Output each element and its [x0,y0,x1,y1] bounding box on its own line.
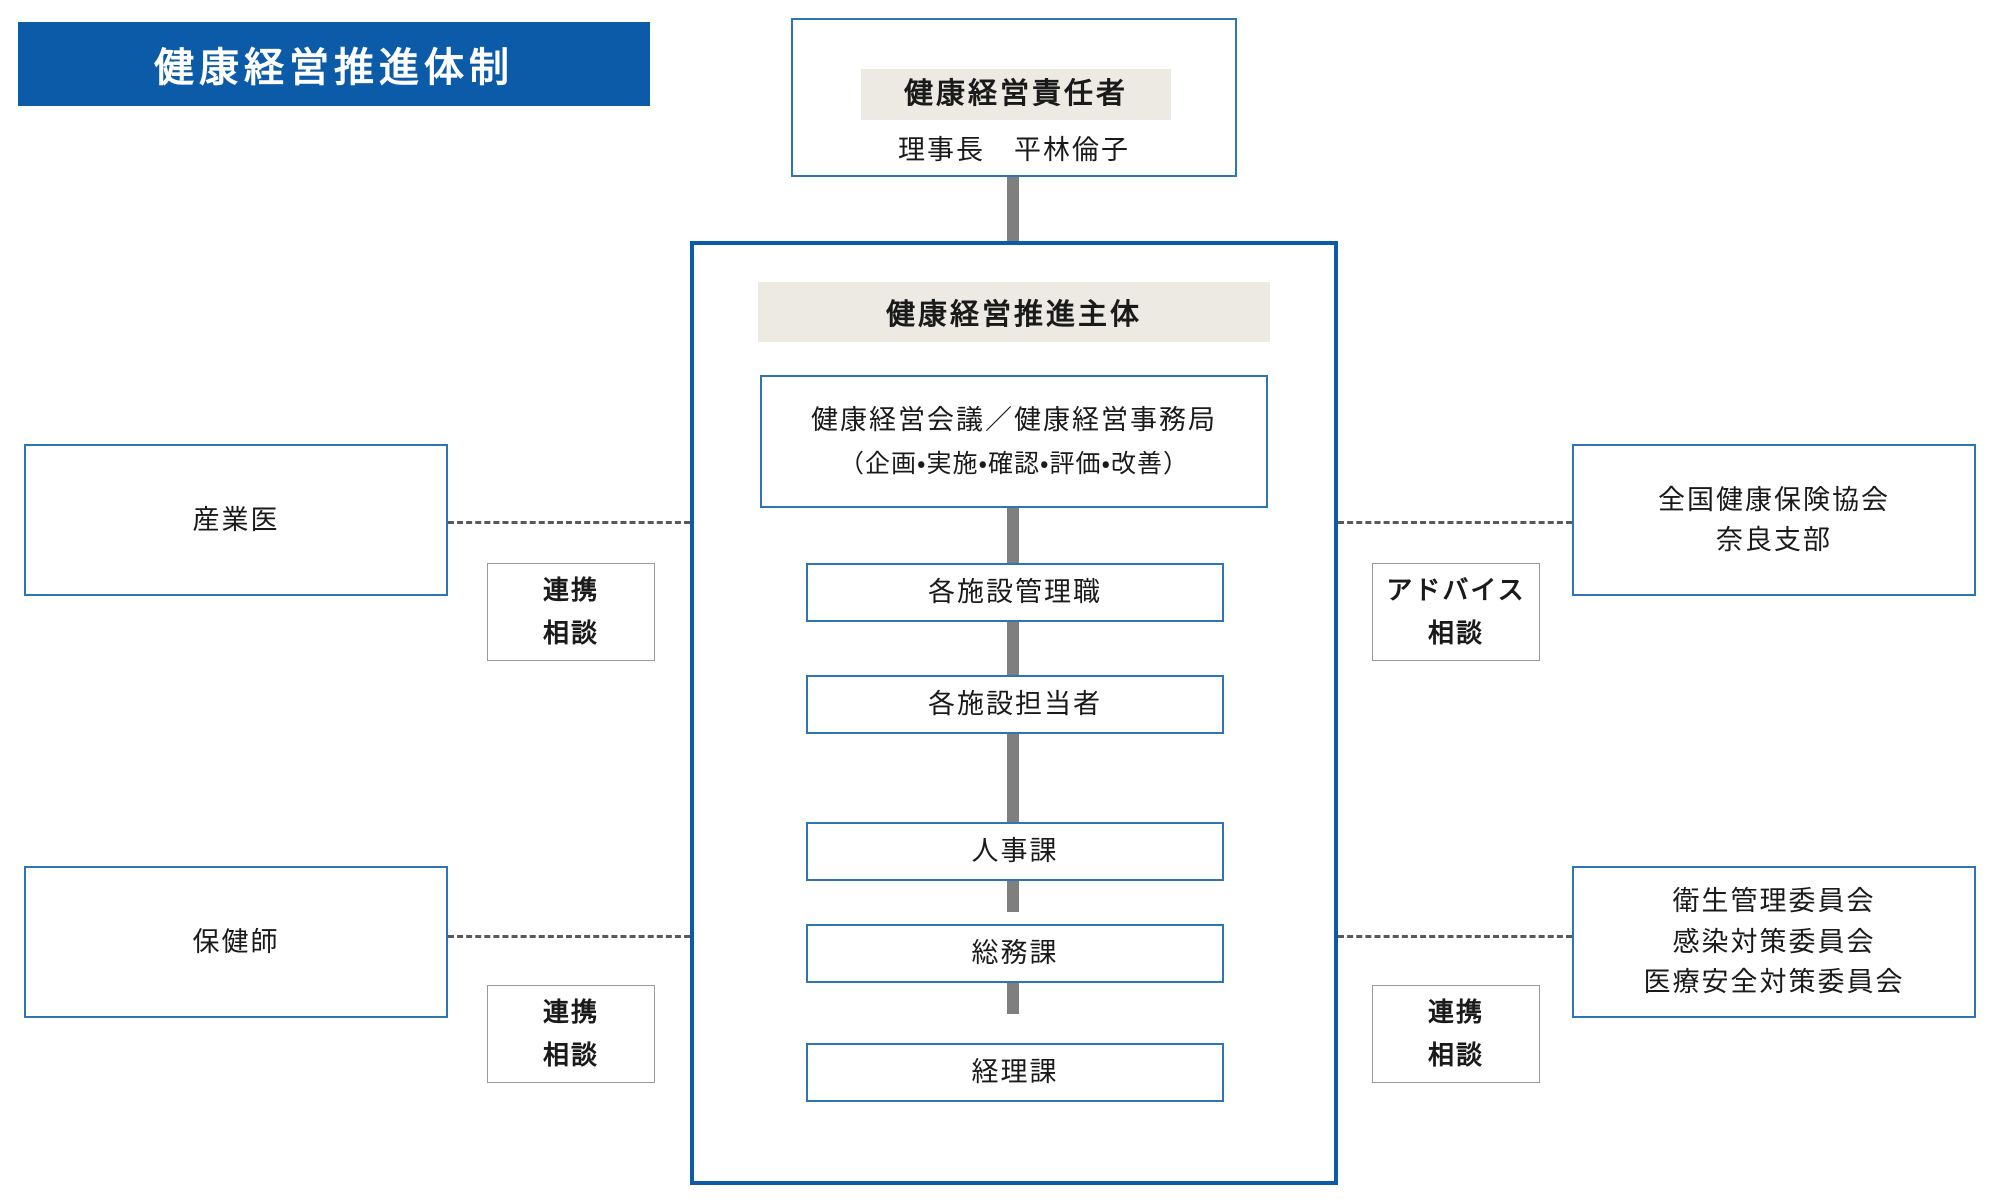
node-line-primary-1: 健康経営会議／健康経営事務局 [811,404,1217,435]
node-facility-managers: 各施設管理職 [806,563,1224,622]
relation-tag-line-1: 連携 [1427,997,1484,1028]
node-person-health-management-officer: 理事長 平林倫子 [898,135,1130,165]
relation-tag-occupational-physician: 連携 相談 [487,563,655,661]
node-health-management-meeting-office: 健康経営会議／健康経営事務局 （企画・実施・確認・評価・改善） [760,375,1268,508]
relation-tag-line-1: 連携 [542,997,599,1028]
page-title: 健康経営推進体制 [18,22,650,106]
node-occupational-physician: 産業医 [24,444,448,596]
node-line-primary-2: （企画・実施・確認・評価・改善） [838,450,1189,478]
relation-line-health-insurance-association [1338,521,1572,524]
node-facility-staff: 各施設担当者 [806,675,1224,734]
relation-tag-line-2: 相談 [1427,1040,1484,1070]
node-header-health-management-officer: 健康経営責任者 [861,69,1171,120]
node-line-2: 感染対策委員会 [1672,926,1876,957]
connector-primary-to-facility-managers [1007,508,1019,564]
relation-tag-line-1: 連携 [542,575,599,606]
relation-tag-line-2: 相談 [1427,618,1484,648]
connector-facility-staff-to-hr [1007,723,1019,823]
node-line-3: 医療安全対策委員会 [1643,967,1905,998]
node-accounting-department: 経理課 [806,1043,1224,1102]
node-hr-department: 人事課 [806,822,1224,881]
relation-line-public-health-nurse [448,935,690,938]
node-line-1: 衛生管理委員会 [1672,886,1876,917]
node-general-affairs-department: 総務課 [806,924,1224,983]
container-header-health-management-body: 健康経営推進主体 [758,282,1270,342]
relation-line-committees [1338,935,1572,938]
relation-line-occupational-physician [448,521,690,524]
relation-tag-line-2: 相談 [542,1040,599,1070]
connector-officer-to-container [1007,177,1019,243]
node-health-management-officer: 健康経営責任者 理事長 平林倫子 [791,18,1237,177]
relation-tag-health-insurance-association: アドバイス 相談 [1372,563,1540,661]
node-line-1: 全国健康保険協会 [1658,484,1890,515]
relation-tag-committees: 連携 相談 [1372,985,1540,1083]
node-health-insurance-association: 全国健康保険協会 奈良支部 [1572,444,1976,596]
node-line-2: 奈良支部 [1716,525,1832,555]
relation-tag-public-health-nurse: 連携 相談 [487,985,655,1083]
relation-tag-line-1: アドバイス [1386,575,1526,606]
relation-tag-line-2: 相談 [542,618,599,648]
node-committees: 衛生管理委員会 感染対策委員会 医療安全対策委員会 [1572,866,1976,1018]
connector-facility-managers-to-facility-staff [1007,621,1019,676]
node-public-health-nurse: 保健師 [24,866,448,1018]
